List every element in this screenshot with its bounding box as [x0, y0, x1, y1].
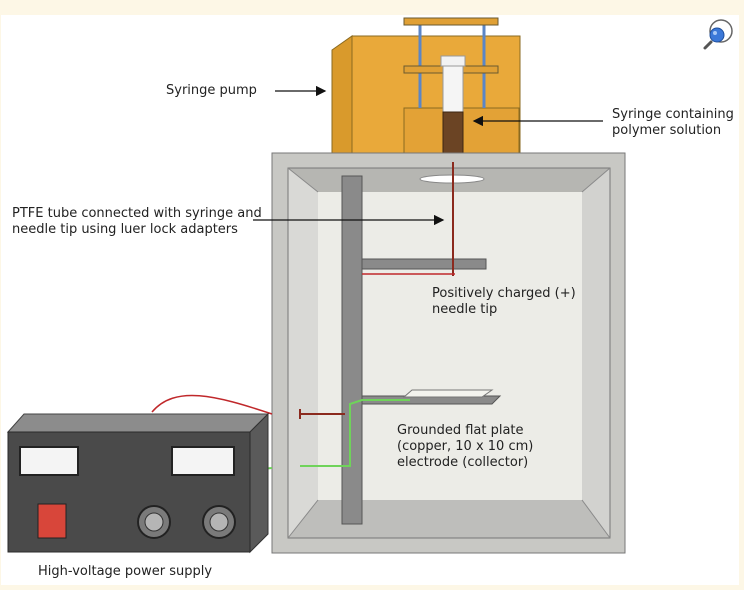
stand: [341, 175, 502, 525]
label-syringe-pump: Syringe pump: [166, 83, 257, 98]
power-supply: [6, 412, 270, 554]
syringe-pump: [331, 17, 521, 156]
right-meter: [171, 446, 235, 476]
syringe: [440, 55, 466, 163]
label-ptfe-tube: PTFE tube connected with syringe and nee…: [12, 206, 262, 237]
left-meter: [19, 446, 79, 476]
zoom-button[interactable]: [699, 16, 739, 52]
magnifier-icon: [703, 19, 733, 50]
power-switch: [37, 503, 67, 539]
ground-wire-inside: [300, 399, 410, 467]
label-needle-tip: Positively charged (+) needle tip: [432, 286, 576, 317]
label-power-supply: High-voltage power supply: [38, 564, 213, 579]
label-syringe: Syringe containing polymer solution: [612, 107, 734, 138]
label-collector-plate: Grounded flat plate (copper, 10 x 10 cm)…: [397, 423, 534, 470]
enclosure-chamber: [271, 152, 626, 554]
positive-wire: [151, 394, 273, 415]
